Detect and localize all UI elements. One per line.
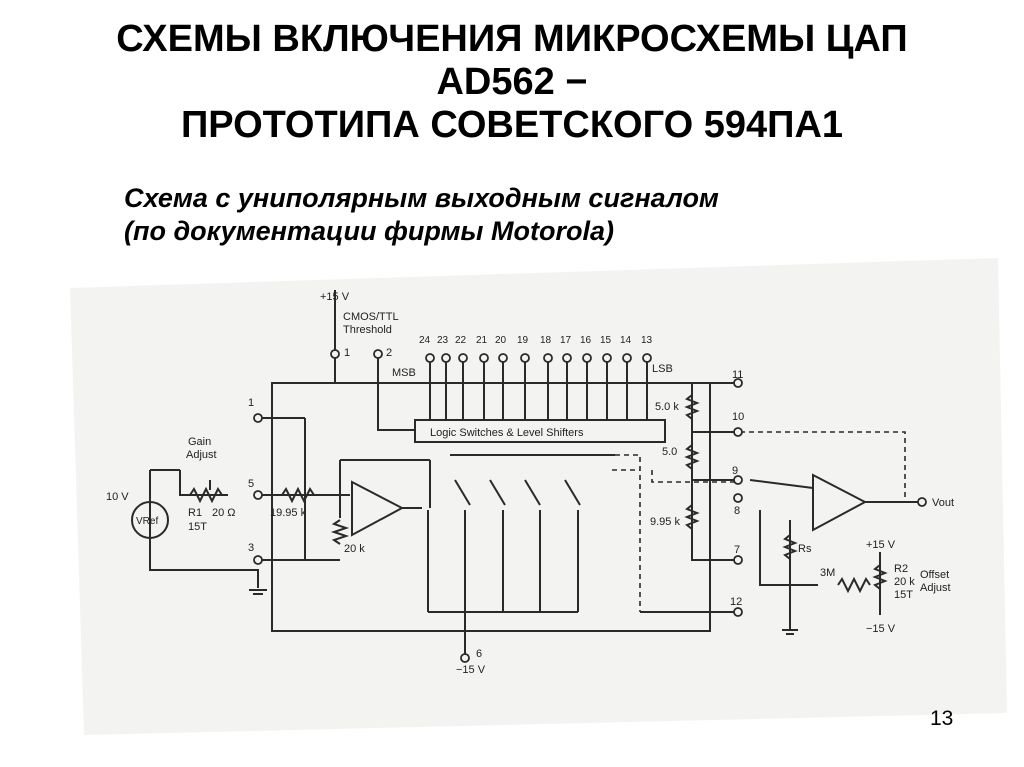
data-bus bbox=[429, 362, 648, 420]
internal-op-amp bbox=[351, 480, 405, 537]
title-line-1: СХЕМЫ ВКЛЮЧЕНИЯ МИКРОСХЕМЫ ЦАП bbox=[116, 18, 908, 60]
threshold-label: Threshold bbox=[343, 324, 392, 336]
vref-label: VRef bbox=[136, 516, 158, 527]
circuit-diagram: +15 V CMOS/TTL Threshold 1 2 MSB LSB 24 … bbox=[70, 258, 1007, 735]
ref-voltage-label: 10 V bbox=[106, 491, 129, 503]
gain-adjust-label-2: Adjust bbox=[186, 449, 217, 461]
msb-label: MSB bbox=[392, 367, 416, 379]
data-pin-label: 22 bbox=[455, 335, 467, 346]
lsb-label: LSB bbox=[652, 363, 673, 375]
pin1-left-label: 1 bbox=[248, 397, 254, 409]
pin3-label: 3 bbox=[248, 542, 254, 554]
pin1-label: 1 bbox=[344, 347, 350, 359]
data-pin-label: 21 bbox=[476, 335, 488, 346]
r2-label: R2 bbox=[894, 563, 908, 575]
cmos-label: CMOS/TTL bbox=[343, 311, 399, 323]
output-supply-neg-label: −15 V bbox=[866, 623, 896, 635]
vref-source bbox=[131, 501, 169, 539]
data-pin-label: 18 bbox=[540, 335, 552, 346]
slide-subtitle: Схема с униполярным выходным сигналом (п… bbox=[124, 182, 719, 248]
pin2-label: 2 bbox=[386, 347, 392, 359]
data-pin-labels: 24 23 22 21 20 19 18 17 16 15 14 13 bbox=[419, 335, 653, 346]
pin7-label: 7 bbox=[734, 544, 740, 556]
res-995k-label: 9.95 k bbox=[650, 516, 680, 528]
output-supply-pos-label: +15 V bbox=[866, 539, 896, 551]
r1-turns-label: 15T bbox=[188, 521, 207, 533]
scan-paper bbox=[70, 258, 1007, 735]
res-5k-label: 5.0 k bbox=[655, 401, 679, 413]
data-pin-label: 24 bbox=[419, 335, 431, 346]
gain-adjust-label: Gain bbox=[188, 436, 211, 448]
res-1995k-label: 19.95 k bbox=[270, 507, 307, 519]
r1-value-label: 20 Ω bbox=[212, 507, 236, 519]
pin8-label: 8 bbox=[734, 505, 740, 517]
r2-turns-label: 15T bbox=[894, 589, 913, 601]
pin12-label: 12 bbox=[730, 596, 742, 608]
subtitle-line-2: (по документации фирмы Motorola) bbox=[124, 216, 614, 246]
res-5k-b-label: 5.0 bbox=[662, 446, 677, 458]
pin9-label: 9 bbox=[732, 465, 738, 477]
res-20k-label: 20 k bbox=[344, 543, 365, 555]
offset-adjust-label: Offset bbox=[920, 569, 949, 581]
data-pin-label: 23 bbox=[437, 335, 449, 346]
r2-value-label: 20 k bbox=[894, 576, 915, 588]
bottom-supply-label: −15 V bbox=[456, 664, 486, 676]
data-pin-circles bbox=[425, 353, 652, 363]
data-pin-label: 16 bbox=[580, 335, 592, 346]
page-number: 13 bbox=[930, 707, 954, 730]
supply-pos-label: +15 V bbox=[320, 291, 350, 303]
pin10-label: 10 bbox=[732, 411, 744, 423]
r1-label: R1 bbox=[188, 507, 202, 519]
data-pin-label: 13 bbox=[641, 335, 653, 346]
subtitle-line-1: Схема с униполярным выходным сигналом bbox=[124, 183, 719, 213]
output-op-amp bbox=[812, 473, 868, 532]
data-pin-label: 19 bbox=[517, 335, 529, 346]
data-pin-label: 14 bbox=[620, 335, 632, 346]
vout-label: Vout bbox=[932, 497, 954, 509]
title-line-3: ПРОТОТИПА СОВЕТСКОГО 594ПА1 bbox=[180, 104, 844, 146]
slide-title: СХЕМЫ ВКЛЮЧЕНИЯ МИКРОСХЕМЫ ЦАП AD562 − П… bbox=[0, 18, 1024, 147]
pin11-label: 11 bbox=[732, 369, 743, 381]
pin6-label: 6 bbox=[476, 648, 482, 660]
current-switches bbox=[450, 454, 615, 506]
offset-adjust-label-2: Adjust bbox=[920, 582, 951, 594]
data-pin-label: 17 bbox=[560, 335, 572, 346]
data-pin-label: 15 bbox=[600, 335, 612, 346]
logic-block-label: Logic Switches & Level Shifters bbox=[430, 427, 584, 439]
title-line-2: AD562 − bbox=[436, 61, 588, 103]
res-3m-label: 3M bbox=[820, 567, 835, 579]
pin5-label: 5 bbox=[248, 478, 254, 490]
data-pin-label: 20 bbox=[495, 335, 507, 346]
rs-label: Rs bbox=[798, 543, 812, 555]
